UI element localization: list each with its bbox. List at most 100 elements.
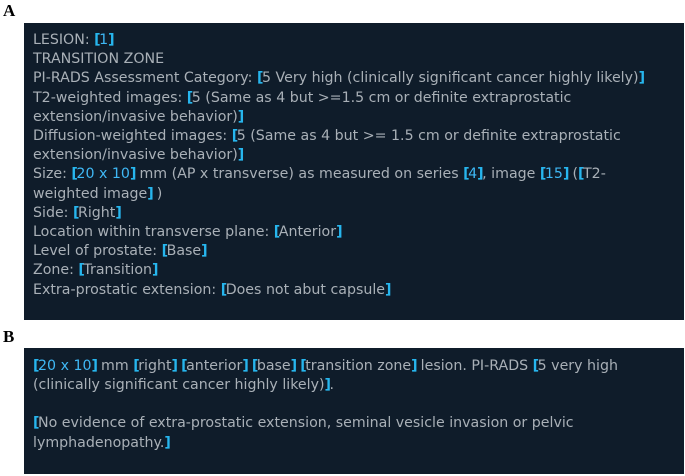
epe-label: Extra-prostatic extension:	[33, 281, 221, 298]
field-close-bracket: ]	[411, 358, 418, 374]
size-field[interactable]: 20 x 10	[76, 166, 130, 183]
zone-label: Zone:	[33, 262, 79, 279]
size-line-cont: weighted image] )	[33, 185, 684, 204]
sequence-field-cont[interactable]: weighted image	[33, 185, 148, 202]
field-close-bracket: ]	[115, 204, 122, 221]
size-units-text: mm (AP x transverse) as measured on seri…	[134, 166, 464, 183]
impression-zone-field[interactable]: transition zone	[305, 358, 412, 374]
dwi-line: Diffusion-weighted images: [5 (Same as 4…	[33, 127, 684, 146]
field-open-bracket: [	[578, 166, 585, 183]
dwi-line-cont: extension/invasive behavior)]	[33, 146, 684, 165]
t2-line: T2-weighted images: [5 (Same as 4 but >=…	[33, 89, 684, 108]
field-close-bracket: ]	[638, 70, 646, 87]
epe-field[interactable]: Does not abut capsule	[225, 281, 386, 298]
field-close-bracket: ]	[152, 262, 159, 279]
field-open-bracket: [	[94, 32, 101, 48]
field-close-bracket: ]	[237, 108, 245, 125]
paren-open: (	[567, 166, 578, 183]
field-close-bracket: ]	[129, 166, 137, 183]
image-field[interactable]: 15	[544, 166, 563, 183]
size-label: Size:	[33, 166, 72, 183]
field-close-bracket: ]	[336, 224, 343, 241]
impression-line-1: [20 x 10] mm [right] [anterior] [base] […	[33, 357, 684, 376]
side-line: Side: [Right]	[33, 204, 684, 223]
field-open-bracket: [	[256, 70, 264, 87]
mm-text: mm	[96, 358, 134, 374]
series-field[interactable]: 4	[468, 166, 478, 183]
field-open-bracket: [	[300, 358, 307, 374]
t2-field[interactable]: 5 (Same as 4 but >=1.5 cm or definite ex…	[191, 89, 572, 106]
lesion-number-field[interactable]: 1	[99, 32, 109, 48]
field-close-bracket: ]	[324, 377, 332, 394]
field-open-bracket: [	[72, 204, 80, 221]
t2-label: T2-weighted images:	[33, 89, 187, 106]
epe-line: Extra-prostatic extension: [Does not abu…	[33, 281, 684, 300]
field-close-bracket: ]	[237, 147, 245, 164]
impression-size-field[interactable]: 20 x 10	[38, 358, 92, 374]
side-label: Side:	[33, 204, 73, 221]
impression-note-field-cont[interactable]: lymphadenopathy.	[33, 434, 165, 451]
field-open-bracket: [	[78, 262, 85, 279]
field-open-bracket: [	[532, 358, 540, 374]
location-line: Location within transverse plane: [Anter…	[33, 223, 684, 242]
panel-label-a: A	[3, 1, 16, 20]
sequence-field[interactable]: T2-	[583, 166, 606, 183]
field-open-bracket: [	[220, 281, 228, 298]
field-open-bracket: [	[463, 166, 470, 183]
impression-line-2: (clinically significant cancer highly li…	[33, 376, 684, 395]
structured-report-template: LESION: [1] TRANSITION ZONE PI-RADS Asse…	[24, 23, 684, 320]
side-field[interactable]: Right	[77, 204, 116, 221]
field-open-bracket: [	[161, 243, 169, 260]
field-open-bracket: [	[539, 166, 547, 183]
field-close-bracket: ]	[290, 358, 298, 374]
field-open-bracket: [	[273, 224, 281, 241]
field-close-bracket: ]	[562, 166, 570, 183]
field-close-bracket: ]	[201, 243, 208, 260]
impression-note-field[interactable]: No evidence of extra-prostatic extension…	[38, 415, 574, 432]
level-line: Level of prostate: [Base]	[33, 242, 684, 261]
impression-pirads-field-cont[interactable]: (clinically significant cancer highly li…	[33, 377, 325, 394]
impression-level-field[interactable]: base	[256, 358, 291, 374]
impression-note-line-2: lymphadenopathy.]	[33, 434, 684, 453]
impression-text: [20 x 10] mm [right] [anterior] [base] […	[24, 348, 684, 474]
field-close-bracket: ]	[477, 166, 484, 183]
field-open-bracket: [	[33, 415, 40, 432]
impression-location-field[interactable]: anterior	[186, 358, 243, 374]
zone-field[interactable]: Transition	[83, 262, 153, 279]
pirads-label: PI-RADS Assessment Category:	[33, 70, 257, 87]
field-close-bracket: ]	[164, 434, 171, 451]
t2-line-cont: extension/invasive behavior)]	[33, 108, 684, 127]
field-open-bracket: [	[181, 358, 188, 374]
location-field[interactable]: Anterior	[278, 224, 337, 241]
period-text: .	[329, 377, 335, 394]
panel-label-b: B	[3, 327, 15, 346]
paren-close: )	[152, 185, 163, 202]
impression-side-field[interactable]: right	[138, 358, 172, 374]
field-close-bracket: ]	[242, 358, 249, 374]
field-open-bracket: [	[33, 358, 40, 374]
level-field[interactable]: Base	[166, 243, 202, 260]
field-open-bracket: [	[231, 128, 239, 145]
size-line: Size: [20 x 10] mm (AP x transverse) as …	[33, 165, 684, 184]
impression-pirads-field[interactable]: 5 very high	[537, 358, 618, 374]
field-open-bracket: [	[186, 89, 194, 106]
field-close-bracket: ]	[171, 358, 179, 374]
paragraph-gap	[33, 395, 684, 414]
location-label: Location within transverse plane:	[33, 224, 274, 241]
field-open-bracket: [	[251, 358, 259, 374]
level-label: Level of prostate:	[33, 243, 162, 260]
pirads-field[interactable]: 5 Very high (clinically significant canc…	[261, 70, 639, 87]
lesion-text: lesion. PI-RADS	[416, 358, 533, 374]
field-open-bracket: [	[71, 166, 78, 183]
dwi-field-cont[interactable]: extension/invasive behavior)	[33, 147, 238, 164]
zone-heading: TRANSITION ZONE	[33, 51, 165, 68]
lesion-label: LESION:	[33, 32, 95, 48]
field-close-bracket: ]	[147, 185, 154, 202]
pirads-line: PI-RADS Assessment Category: [5 Very hig…	[33, 69, 684, 88]
dwi-label: Diffusion-weighted images:	[33, 128, 232, 145]
lesion-line: LESION: [1]	[33, 31, 684, 50]
dwi-field[interactable]: 5 (Same as 4 but >= 1.5 cm or definite e…	[236, 128, 621, 145]
t2-field-cont[interactable]: extension/invasive behavior)	[33, 108, 238, 125]
zone-line: Zone: [Transition]	[33, 261, 684, 280]
field-close-bracket: ]	[385, 281, 392, 298]
